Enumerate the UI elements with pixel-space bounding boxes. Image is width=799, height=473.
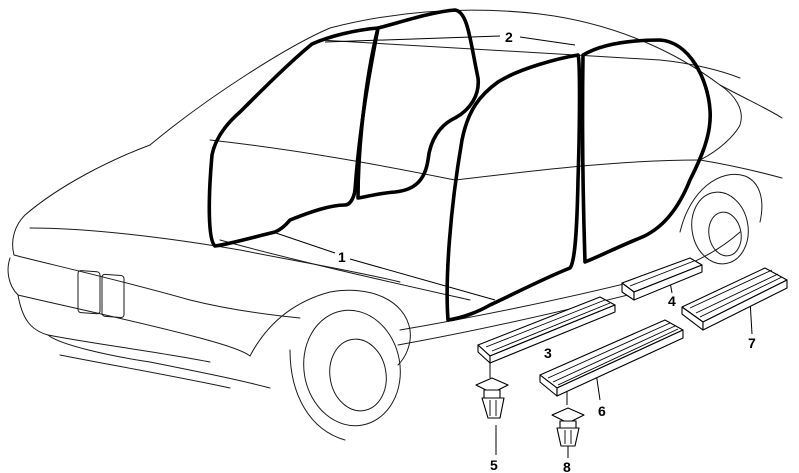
door-seal-front xyxy=(207,8,481,248)
callout-5: 5 xyxy=(490,457,498,473)
sill-trim-3 xyxy=(477,296,616,364)
callout-2: 2 xyxy=(505,29,513,45)
callout-3: 3 xyxy=(544,345,552,361)
clip-5 xyxy=(475,377,509,419)
callout-6: 6 xyxy=(598,403,606,419)
sill-trim-6 xyxy=(539,319,684,397)
callout-labels: 1 2 3 4 5 6 7 8 xyxy=(338,29,756,473)
sill-trim-4 xyxy=(621,257,703,301)
callout-4: 4 xyxy=(668,293,676,309)
leader-lines xyxy=(272,35,753,458)
car-body-outline xyxy=(7,9,783,441)
sill-trim-7 xyxy=(681,267,788,331)
callout-1: 1 xyxy=(338,249,346,265)
clip-8 xyxy=(551,407,585,447)
callout-7: 7 xyxy=(748,335,756,351)
callout-8: 8 xyxy=(563,459,571,473)
door-seal-rear xyxy=(445,38,712,322)
